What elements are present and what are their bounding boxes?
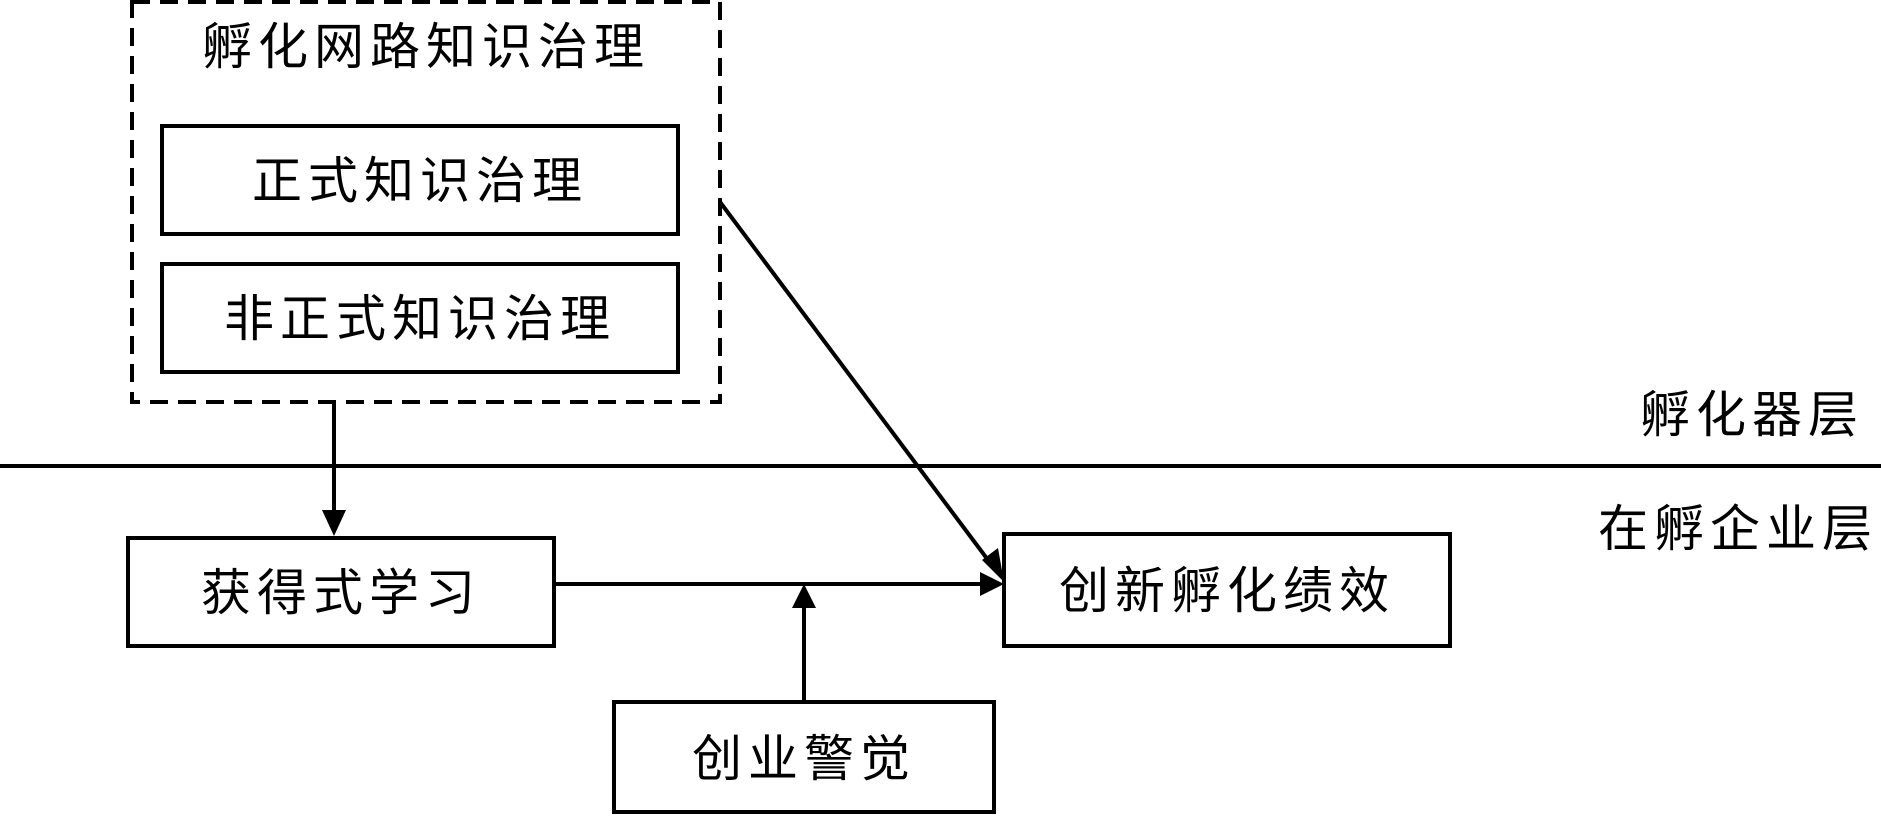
incubation-performance-label: 创新孵化绩效 [1059,562,1395,620]
formal-governance-label: 正式知识治理 [252,152,588,210]
entrepreneurial-alertness-box [612,700,996,814]
entrepreneurial-alertness-label: 创业警觉 [692,730,916,788]
informal-governance-box [160,262,680,374]
incubatee-layer-label: 在孵企业层 [1598,500,1878,558]
group-title: 孵化网路知识治理 [202,18,650,76]
arrow-formal-to-performance [718,200,996,570]
formal-governance-box [160,124,680,236]
arrowhead-governance-to-learning [322,510,346,536]
arrowhead-learning-to-performance [980,572,1004,596]
incubation-performance-box [1002,532,1452,648]
informal-governance-label: 非正式知识治理 [224,290,616,348]
incubator-layer-label: 孵化器层 [1640,386,1864,444]
acquisitive-learning-box [126,536,556,648]
acquisitive-learning-label: 获得式学习 [201,564,481,622]
arrowhead-alertness-moderation [792,584,816,608]
arrowhead-formal-to-performance [982,548,1004,582]
